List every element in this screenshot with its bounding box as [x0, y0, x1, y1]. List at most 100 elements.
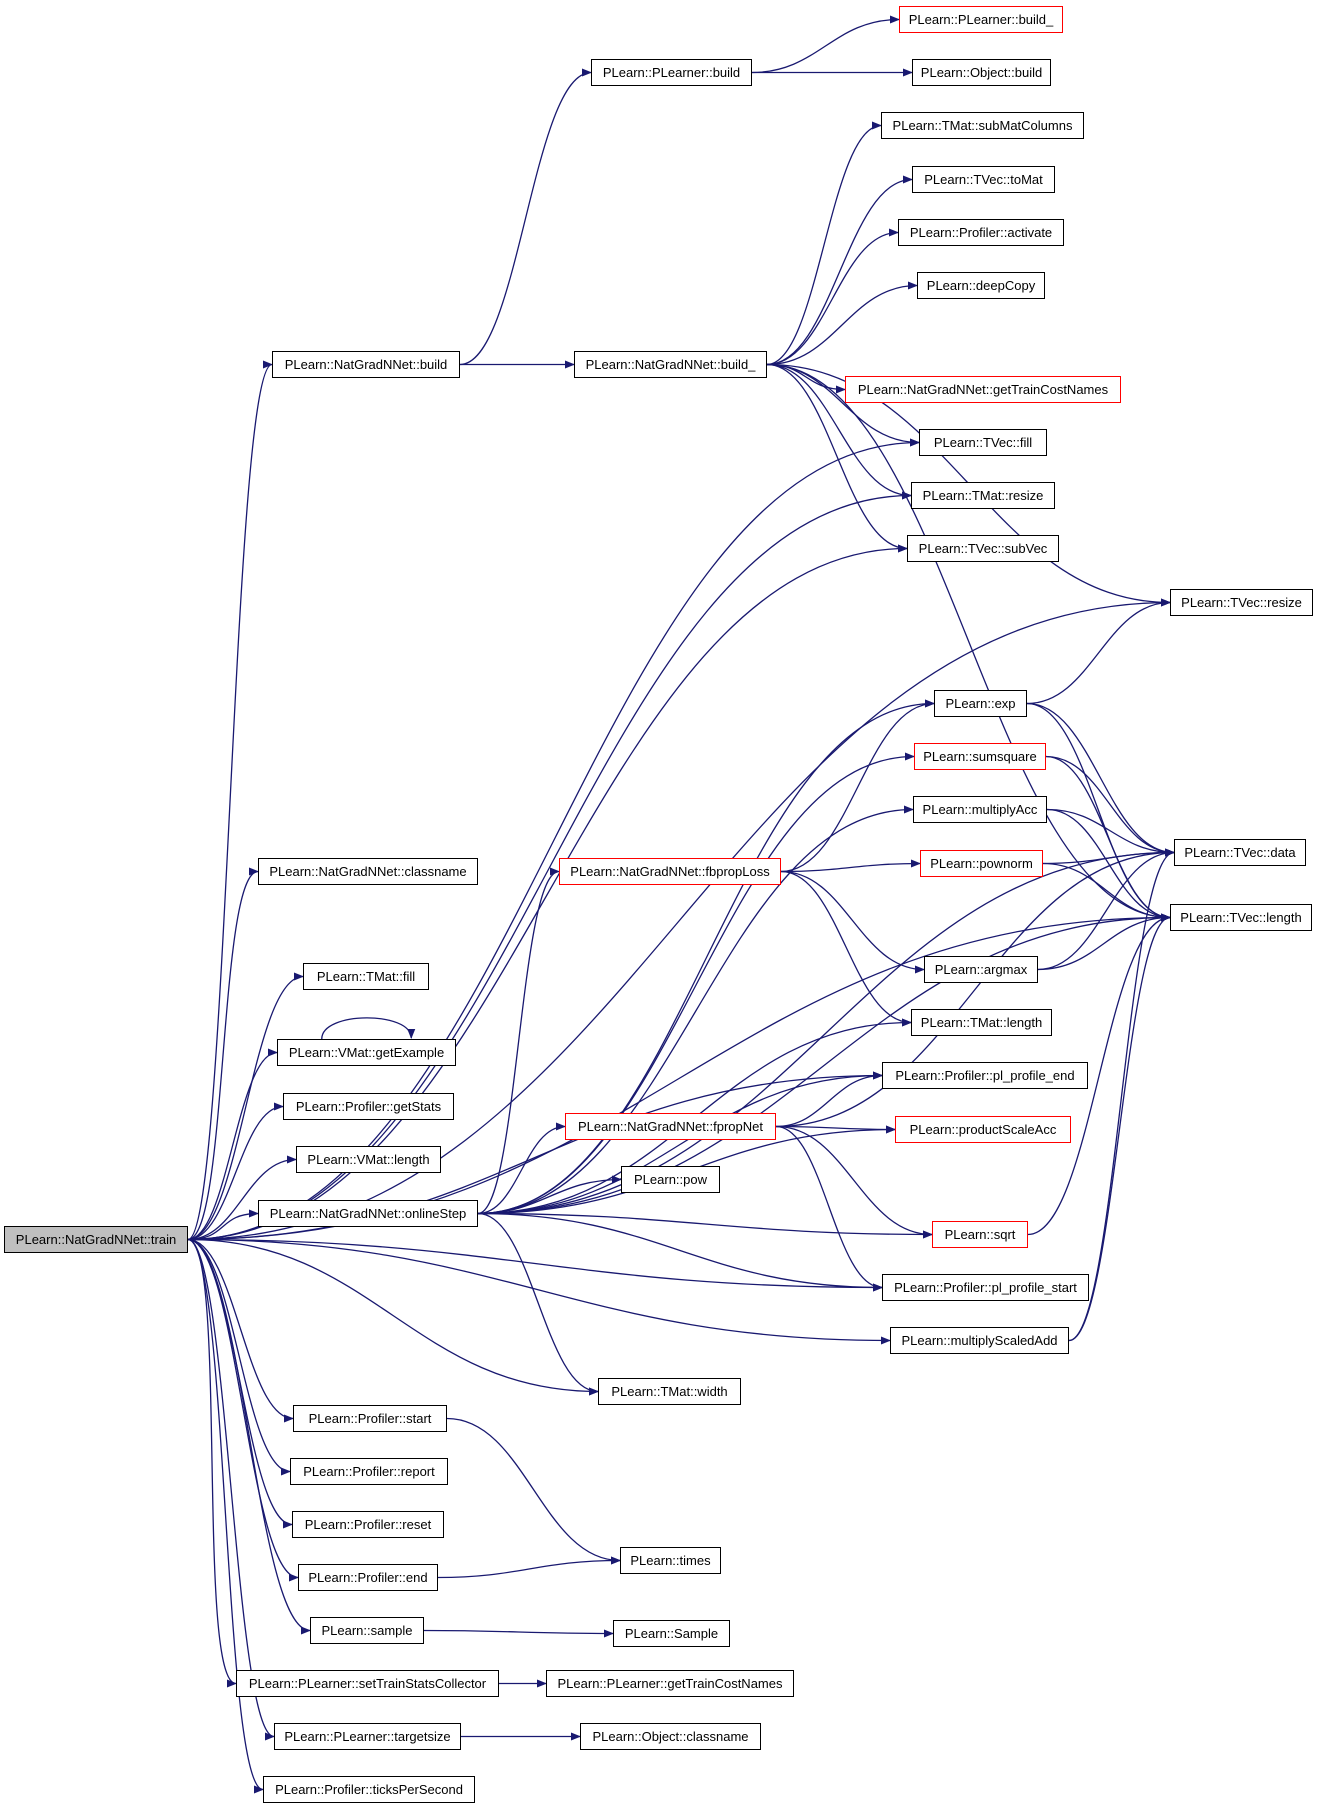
node-train[interactable]: PLearn::NatGradNNet::train [4, 1226, 188, 1253]
node-tmatlength[interactable]: PLearn::TMat::length [911, 1009, 1052, 1036]
edge-build_-to-subvec [766, 363, 908, 553]
node-fbprop[interactable]: PLearn::NatGradNNet::fbpropLoss [559, 858, 781, 885]
node-tmatresize[interactable]: PLearn::TMat::resize [911, 482, 1055, 509]
edge-train-to-tmatresize [187, 491, 912, 1241]
edge-onlinestep-to-fprop [477, 1122, 566, 1215]
node-subvec[interactable]: PLearn::TVec::subVec [907, 535, 1059, 562]
edge-pownorm-to-tvecdata [1042, 848, 1175, 865]
edge-sumsquare-to-tvecdata [1045, 755, 1175, 857]
edge-fbprop-to-exp [780, 699, 935, 873]
edge-exp-to-tvecresize [1026, 598, 1171, 705]
node-msa[interactable]: PLearn::multiplyScaledAdd [890, 1327, 1069, 1354]
edge-build_-to-activate [766, 228, 899, 366]
edge-train-to-build [187, 360, 273, 1241]
node-sample[interactable]: PLearn::sample [310, 1617, 424, 1644]
edge-sample-to-Sample [423, 1629, 614, 1638]
edge-train-to-tvecfill [187, 438, 920, 1241]
edge-train-to-pstart [187, 1238, 294, 1423]
node-sumsquare[interactable]: PLearn::sumsquare [914, 743, 1046, 770]
edge-build_-to-submat [766, 121, 882, 366]
edge-msa-to-tveclength [1068, 913, 1171, 1342]
edge-fbprop-to-tmatlength [780, 870, 912, 1027]
node-build[interactable]: PLearn::NatGradNNet::build [272, 351, 460, 378]
edge-onlinestep-to-sumsquare [477, 752, 915, 1215]
edge-train-to-ticks [187, 1238, 264, 1794]
node-multacc[interactable]: PLearn::multiplyAcc [913, 796, 1047, 823]
edge-plbuild-to-plbuild_ [751, 15, 900, 74]
edge-build_-to-tmatresize [766, 363, 912, 500]
edge-fprop-to-sqrt [775, 1125, 933, 1239]
node-objbuild[interactable]: PLearn::Object::build [912, 59, 1051, 86]
node-getstats[interactable]: PLearn::Profiler::getStats [283, 1093, 454, 1120]
node-ticks[interactable]: PLearn::Profiler::ticksPerSecond [263, 1776, 475, 1803]
node-sqrt[interactable]: PLearn::sqrt [932, 1221, 1028, 1248]
node-profstart[interactable]: PLearn::Profiler::pl_profile_start [882, 1274, 1089, 1301]
node-tvecresize[interactable]: PLearn::TVec::resize [1170, 589, 1313, 616]
node-targetsize[interactable]: PLearn::PLearner::targetsize [274, 1723, 461, 1750]
node-preset[interactable]: PLearn::Profiler::reset [292, 1511, 444, 1538]
edge-train-to-profstart [187, 1238, 883, 1292]
edge-build_-to-tomat [766, 175, 913, 366]
node-pownorm[interactable]: PLearn::pownorm [920, 850, 1043, 877]
edge-fprop-to-profstart [775, 1125, 883, 1292]
node-pend[interactable]: PLearn::Profiler::end [298, 1564, 438, 1591]
edge-exp-to-tvecdata [1026, 702, 1175, 857]
edge-pownorm-to-tveclength [1042, 862, 1171, 922]
node-profend[interactable]: PLearn::Profiler::pl_profile_end [882, 1062, 1088, 1089]
edge-fprop-to-psa [775, 1125, 896, 1134]
node-fprop[interactable]: PLearn::NatGradNNet::fpropNet [565, 1113, 776, 1140]
edge-onlinestep-to-tvecdata [477, 848, 1175, 1215]
node-nngettrain[interactable]: PLearn::NatGradNNet::getTrainCostNames [845, 376, 1121, 403]
node-psa[interactable]: PLearn::productScaleAcc [895, 1116, 1071, 1143]
edge-argmax-to-tveclength [1037, 913, 1171, 971]
node-pow[interactable]: PLearn::pow [621, 1166, 720, 1193]
node-tmatfill[interactable]: PLearn::TMat::fill [303, 963, 429, 990]
edge-fprop-to-tvecdata [775, 848, 1175, 1128]
node-activate[interactable]: PLearn::Profiler::activate [898, 219, 1064, 246]
node-Sample[interactable]: PLearn::Sample [613, 1620, 730, 1647]
node-classname[interactable]: PLearn::NatGradNNet::classname [258, 858, 478, 885]
node-onlinestep[interactable]: PLearn::NatGradNNet::onlineStep [258, 1200, 478, 1227]
edge-train-to-tmatfill [187, 972, 304, 1241]
edge-train-to-classname [187, 867, 259, 1241]
node-times[interactable]: PLearn::times [620, 1547, 721, 1574]
node-plbuild[interactable]: PLearn::PLearner::build [591, 59, 752, 86]
edge-train-to-sample [187, 1238, 311, 1635]
edge-train-to-targetsize [187, 1238, 275, 1741]
edge-fbprop-to-argmax [780, 870, 925, 974]
node-build_[interactable]: PLearn::NatGradNNet::build_ [574, 351, 767, 378]
node-tvecfill[interactable]: PLearn::TVec::fill [919, 429, 1047, 456]
edge-fbprop-to-pownorm [780, 859, 921, 873]
node-plbuild_[interactable]: PLearn::PLearner::build_ [899, 6, 1063, 33]
edge-argmax-to-tvecdata [1037, 848, 1175, 971]
edge-train-to-preport [187, 1238, 291, 1476]
node-pstart[interactable]: PLearn::Profiler::start [293, 1405, 447, 1432]
node-tomat[interactable]: PLearn::TVec::toMat [912, 166, 1055, 193]
node-exp[interactable]: PLearn::exp [934, 690, 1027, 717]
node-deepcopy[interactable]: PLearn::deepCopy [917, 272, 1045, 299]
edge-build-to-plbuild [459, 68, 592, 366]
edge-train-to-getstats [187, 1102, 284, 1241]
edge-onlinestep-to-profend [477, 1071, 883, 1215]
edge-onlinestep-to-sqrt [477, 1212, 933, 1239]
node-getexample[interactable]: PLearn::VMat::getExample [277, 1039, 456, 1066]
node-settrain[interactable]: PLearn::PLearner::setTrainStatsCollector [236, 1670, 499, 1697]
node-tvecdata[interactable]: PLearn::TVec::data [1174, 839, 1306, 866]
edge-sumsquare-to-tveclength [1045, 755, 1171, 922]
edge-onlinestep-to-fbprop [477, 867, 560, 1215]
node-tveclength[interactable]: PLearn::TVec::length [1170, 904, 1312, 931]
edge-pstart-to-times [446, 1417, 621, 1565]
node-preport[interactable]: PLearn::Profiler::report [290, 1458, 448, 1485]
edge-multacc-to-tveclength [1046, 808, 1171, 922]
edge-fprop-to-profend [775, 1071, 883, 1128]
node-plgettrain[interactable]: PLearn::PLearner::getTrainCostNames [546, 1670, 794, 1697]
node-argmax[interactable]: PLearn::argmax [924, 956, 1038, 983]
node-tmatwidth[interactable]: PLearn::TMat::width [598, 1378, 741, 1405]
edge-pend-to-times [437, 1556, 621, 1579]
node-submat[interactable]: PLearn::TMat::subMatColumns [881, 112, 1084, 139]
node-vmatlength[interactable]: PLearn::VMat::length [296, 1146, 441, 1173]
edge-train-to-tmatwidth [187, 1238, 599, 1396]
edge-train-to-msa [187, 1238, 891, 1345]
node-objclassname[interactable]: PLearn::Object::classname [580, 1723, 761, 1750]
